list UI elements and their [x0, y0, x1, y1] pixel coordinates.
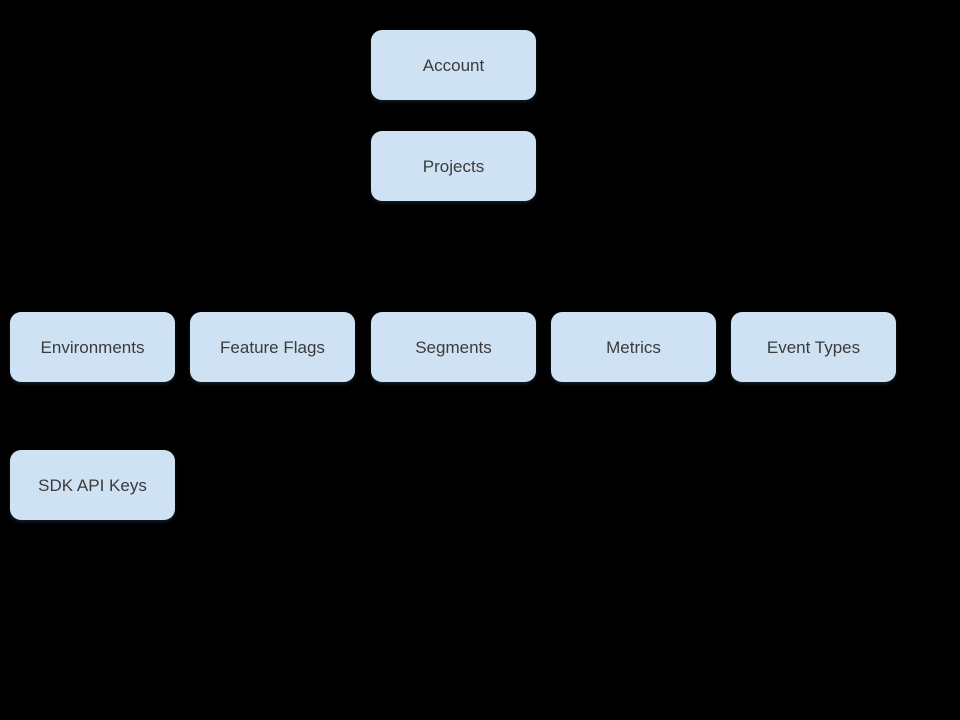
node-feature-flags: Feature Flags — [190, 312, 355, 382]
node-projects-label: Projects — [422, 156, 485, 176]
node-event-types: Event Types — [731, 312, 896, 382]
node-segments: Segments — [371, 312, 536, 382]
node-account: Account — [371, 30, 536, 100]
node-segments-label: Segments — [415, 337, 492, 357]
node-environments: Environments — [10, 312, 175, 382]
node-feature-flags-label: Feature Flags — [220, 337, 325, 357]
node-event-types-label: Event Types — [766, 337, 861, 357]
node-projects: Projects — [371, 131, 536, 201]
node-sdk-api-keys: SDK API Keys — [10, 450, 175, 520]
node-sdk-api-keys-label: SDK API Keys — [38, 475, 147, 495]
node-metrics: Metrics — [551, 312, 716, 382]
node-account-label: Account — [422, 55, 485, 75]
node-metrics-label: Metrics — [606, 337, 661, 357]
node-environments-label: Environments — [40, 337, 145, 357]
